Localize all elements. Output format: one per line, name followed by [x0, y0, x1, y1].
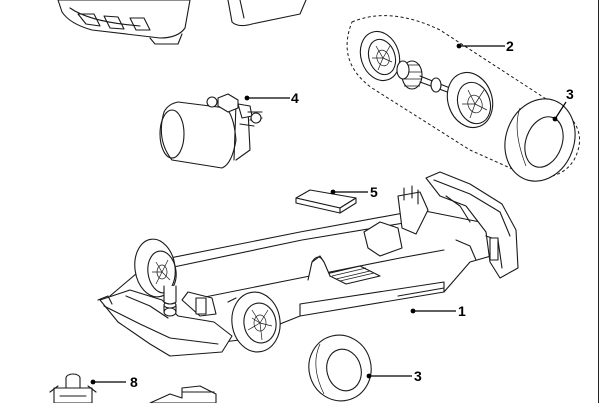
callout-4: 4	[291, 90, 299, 106]
cropped-part-bottom	[149, 385, 217, 403]
motor-part	[159, 93, 263, 169]
callout-1: 1	[458, 303, 466, 319]
guide-part	[49, 373, 97, 403]
callout-3-bottom: 3	[414, 368, 422, 384]
rear-axle-assembly-part	[346, 15, 581, 178]
callout-3-top: 3	[566, 86, 574, 102]
rear-tyre-part	[504, 98, 576, 182]
front-tyre-part	[308, 334, 372, 402]
car-body-part	[57, 0, 307, 45]
magnet-part	[295, 189, 357, 214]
page-edge-rule	[598, 0, 599, 403]
callout-2: 2	[506, 38, 514, 54]
callout-5: 5	[370, 184, 378, 200]
callout-8: 8	[130, 374, 138, 390]
chassis-part	[97, 171, 519, 357]
